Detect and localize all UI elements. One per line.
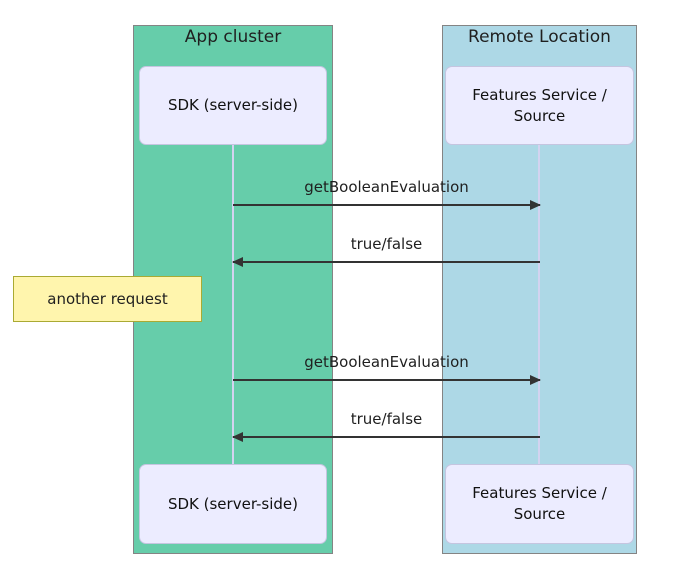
note-label: another request: [47, 290, 168, 308]
message-label-3: getBooleanEvaluation: [304, 353, 469, 371]
arrow-head-right-icon: [530, 375, 541, 385]
arrow-head-right-icon: [530, 200, 541, 210]
participant-features-bottom: Features Service / Source: [445, 464, 634, 544]
message-label-4: true/false: [350, 410, 423, 428]
group-app-cluster-label: App cluster: [184, 27, 282, 47]
lifeline-sdk: [232, 145, 234, 465]
message-arrow-4: [232, 432, 540, 442]
participant-features-top-label: Features Service / Source: [472, 85, 607, 125]
participant-sdk-top: SDK (server-side): [139, 66, 327, 145]
arrow-head-left-icon: [232, 432, 243, 442]
group-remote-location-label: Remote Location: [468, 27, 611, 47]
message-label-2: true/false: [350, 235, 423, 253]
arrow-head-left-icon: [232, 257, 243, 267]
participant-sdk-top-label: SDK (server-side): [167, 96, 299, 114]
lifeline-features: [538, 145, 540, 465]
message-label-1: getBooleanEvaluation: [304, 178, 469, 196]
message-arrow-2: [232, 257, 540, 267]
message-arrow-1: [233, 200, 541, 210]
participant-features-top: Features Service / Source: [445, 66, 634, 145]
participant-sdk-bottom: SDK (server-side): [139, 464, 327, 544]
participant-sdk-bottom-label: SDK (server-side): [167, 494, 299, 513]
participant-features-bottom-label: Features Service / Source: [472, 484, 607, 523]
message-arrow-3: [233, 375, 541, 385]
note-another-request: another request: [13, 276, 202, 322]
